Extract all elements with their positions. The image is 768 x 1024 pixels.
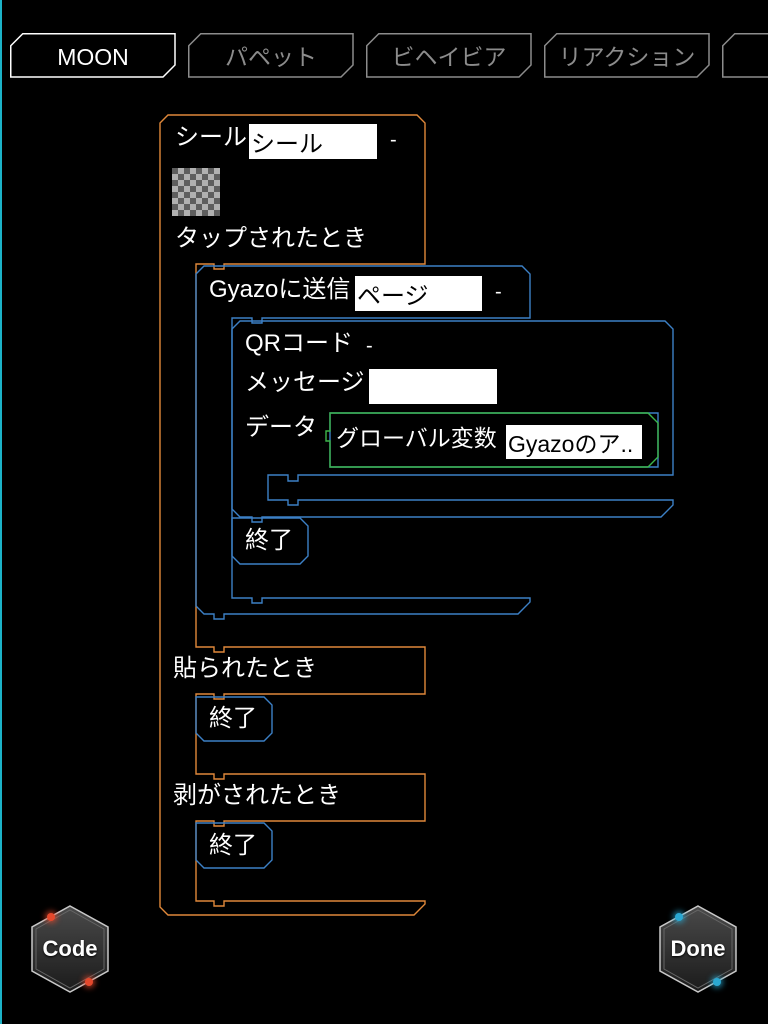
tab-frame xyxy=(366,33,532,78)
stick-event-label: 貼られたとき xyxy=(173,655,317,682)
tab-frame xyxy=(10,33,176,78)
qr-data-label: データ xyxy=(245,414,317,441)
tab-frame xyxy=(544,33,710,78)
seal-image-thumbnail[interactable] xyxy=(172,168,220,216)
code-button[interactable]: Code xyxy=(31,905,109,993)
tab-frame xyxy=(722,33,768,78)
left-accent-edge xyxy=(0,0,2,1024)
tab-frame xyxy=(188,33,354,78)
end-block-label: 終了 xyxy=(245,527,293,554)
gyazo-send-label: Gyazoに送信 xyxy=(209,276,351,303)
indicator-dot-icon xyxy=(85,978,93,986)
indicator-dot-icon xyxy=(713,978,721,986)
tab-puppet[interactable]: パペット xyxy=(188,33,354,78)
seal-collapse-button[interactable]: - xyxy=(390,129,397,151)
code-button-label: Code xyxy=(42,936,98,961)
tab-label: リアクション xyxy=(558,44,696,70)
qr-message-label: メッセージ xyxy=(245,369,365,396)
qr-code-block-outline[interactable] xyxy=(231,320,674,523)
tap-event-label: タップされたとき xyxy=(175,225,367,252)
qr-code-label: QRコード xyxy=(245,330,353,357)
tab-reaction[interactable]: リアクション xyxy=(544,33,710,78)
seal-event-block-outline[interactable] xyxy=(159,114,426,916)
done-button[interactable]: Done xyxy=(659,905,737,993)
end-block-outline[interactable] xyxy=(195,696,273,742)
indicator-dot-icon xyxy=(675,913,683,921)
tab-overflow[interactable] xyxy=(722,33,768,78)
peel-event-label: 剥がされたとき xyxy=(173,782,341,809)
tab-label: パペット xyxy=(225,44,317,70)
tab-label: ビヘイビア xyxy=(391,44,507,70)
global-variable-input[interactable] xyxy=(506,425,642,459)
tab-behavior[interactable]: ビヘイビア xyxy=(366,33,532,78)
end-block-outline[interactable] xyxy=(195,822,273,869)
tab-moon[interactable]: MOON xyxy=(10,33,176,78)
gyazo-target-input[interactable] xyxy=(355,276,482,311)
seal-label: シール xyxy=(175,124,247,151)
seal-name-input[interactable] xyxy=(249,124,377,159)
global-variable-block-outline[interactable] xyxy=(325,412,659,468)
hexagon-frame xyxy=(659,905,737,993)
send-to-gyazo-block-outline[interactable] xyxy=(195,265,531,620)
tab-label: MOON xyxy=(57,44,129,70)
global-variable-label: グローバル変数 xyxy=(336,425,497,451)
end-block-label: 終了 xyxy=(209,705,257,732)
qr-message-input[interactable] xyxy=(369,369,497,404)
done-button-label: Done xyxy=(670,936,726,961)
gyazo-collapse-button[interactable]: - xyxy=(495,281,502,303)
end-block-label: 終了 xyxy=(209,832,257,859)
qr-collapse-button[interactable]: - xyxy=(366,335,373,357)
end-block-outline[interactable] xyxy=(231,517,309,565)
indicator-dot-icon xyxy=(47,913,55,921)
hexagon-frame xyxy=(31,905,109,993)
